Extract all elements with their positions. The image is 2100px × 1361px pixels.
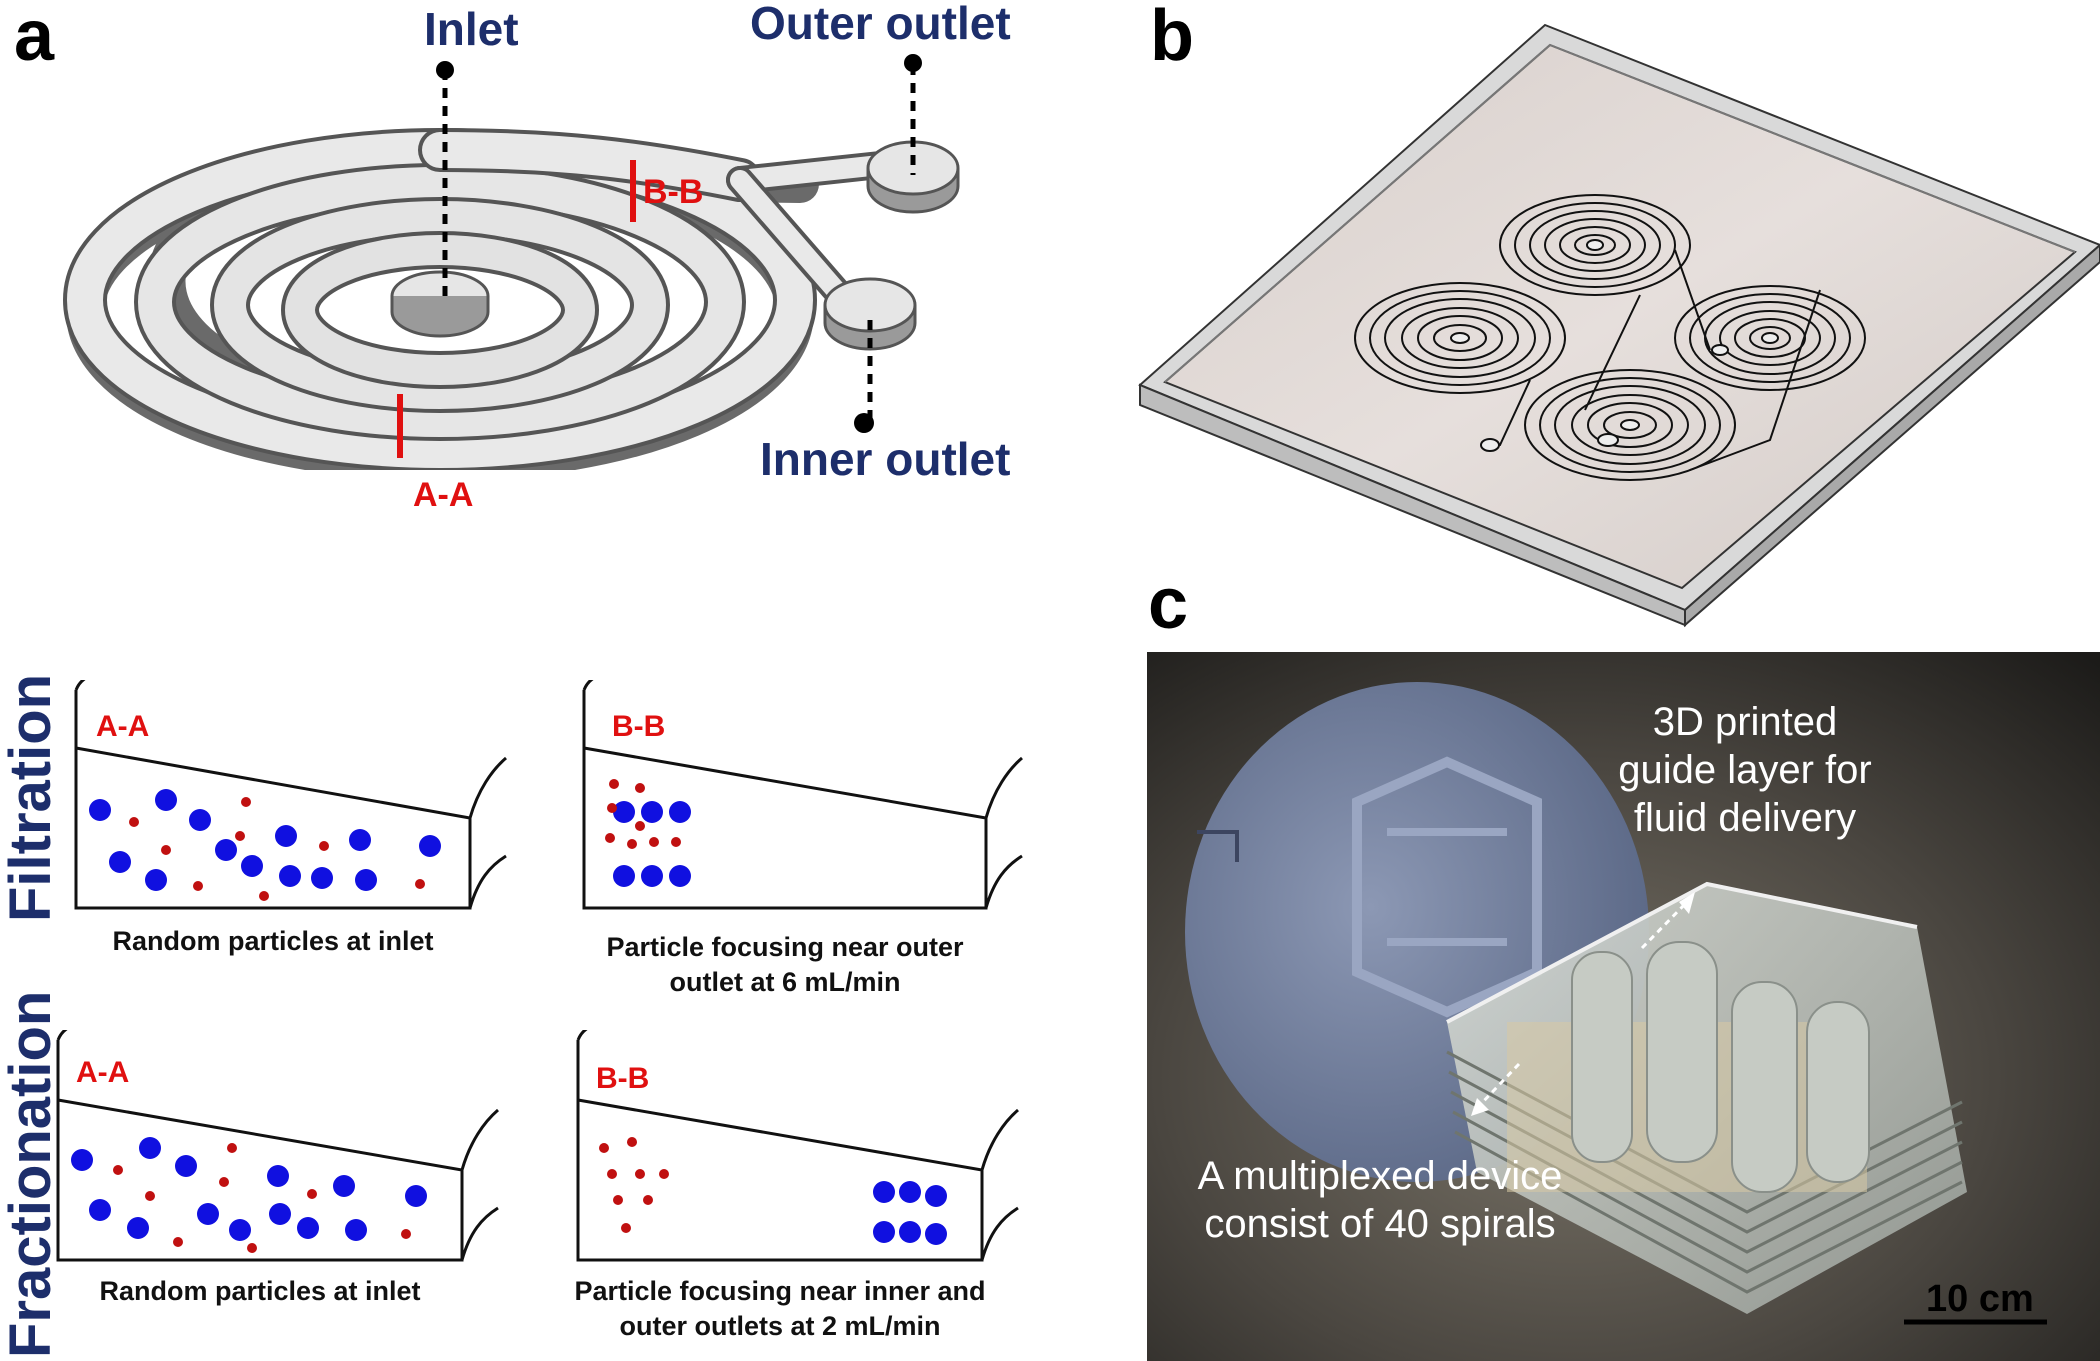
device-photograph	[1147, 652, 2100, 1361]
inlet-label: Inlet	[424, 3, 519, 55]
filtration-left-caption: Random particles at inlet	[112, 926, 434, 956]
multiplexed-device-label: A multiplexed device consist of 40 spira…	[1197, 1154, 1563, 1246]
fractionation-right-particles	[599, 1137, 947, 1245]
section-aa-label: A-A	[413, 476, 474, 514]
filtration-right-particles	[605, 779, 691, 887]
spiral-3	[1674, 285, 1866, 391]
section-bb-label: B-B	[643, 173, 704, 211]
fractionation-right-caption: Particle focusing near inner and outer o…	[574, 1276, 986, 1342]
guide-arrow-head	[1679, 892, 1695, 914]
fractionation-cross-sections	[56, 1030, 1019, 1262]
panel-label-c: c	[1148, 564, 1189, 644]
filtration-cross-sections	[74, 680, 1023, 910]
filtration-right-caption: Particle focusing near outer outlet at 6…	[606, 932, 964, 998]
outer-outlet-label: Outer outlet	[750, 0, 1011, 49]
panel-label-b: b	[1150, 0, 1194, 76]
spiral-2	[1354, 282, 1566, 394]
guide-layer-label: 3D printed guide layer for fluid deliver…	[1618, 700, 1872, 840]
device-arrow-head	[1471, 1098, 1489, 1116]
multiplexed-device-render	[1138, 23, 2100, 628]
inner-outlet-label: Inner outlet	[760, 433, 1011, 485]
fractionation-left-particles	[71, 1137, 427, 1253]
bifurcation-channel	[418, 128, 894, 309]
filtration-left-particles	[89, 789, 441, 901]
filtration-right-section: B-B	[612, 710, 666, 743]
scale-bar-label: 10 cm	[1926, 1278, 2034, 1320]
filtration-left-section: A-A	[96, 710, 150, 743]
spiral-1	[1499, 194, 1691, 296]
fractionation-left-caption: Random particles at inlet	[99, 1276, 421, 1306]
fractionation-right-section: B-B	[596, 1062, 650, 1095]
panel-label-a: a	[14, 0, 55, 76]
outer-outlet-pad	[866, 140, 960, 214]
spiral-channel-diagram	[63, 54, 960, 470]
fractionation-left-section: A-A	[76, 1056, 130, 1089]
stacked-spiral-device	[1446, 881, 1967, 1314]
spiral-4	[1524, 369, 1736, 481]
